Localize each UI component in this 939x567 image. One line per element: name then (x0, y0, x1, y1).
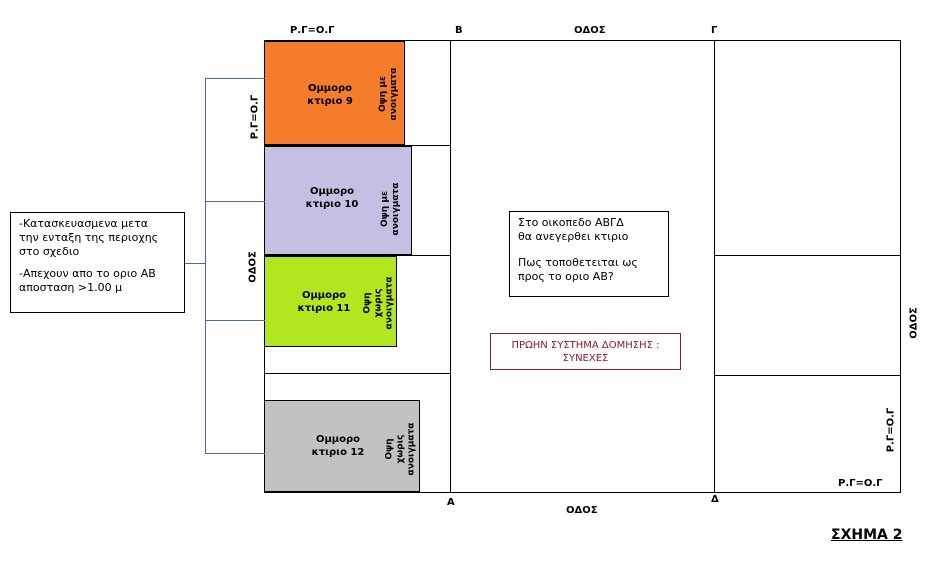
street-bottom-label: ΟΔΟΣ (566, 505, 598, 516)
street-top-label: ΟΔΟΣ (574, 25, 606, 36)
note-left: -Κατασκευασμενα μετα την ενταξη της περι… (10, 212, 185, 313)
building-9-name: Ομμορο κτιριο 9 (307, 83, 353, 107)
bracket-tick-11 (205, 320, 265, 321)
note-center-line-2: Πως τοποθετειται ως προς το οριο ΑΒ? (518, 256, 638, 283)
left-plot-line-1 (264, 145, 451, 146)
bracket-tick-9 (205, 78, 265, 79)
bracket-vertical (205, 78, 206, 454)
system-box-text: ΠΡΩΗΝ ΣΥΣΤΗΜΑ ΔΟΜΗΣΗΣ : ΣΥΝΕΧΕΣ (511, 339, 660, 364)
building-9: Ομμορο κτιριο 9 Οψη με ανοιγματα (264, 41, 405, 145)
boundary-ab (450, 40, 451, 493)
bracket-tick-12 (205, 453, 265, 454)
outer-right-line (900, 40, 901, 493)
left-plot-line-2 (264, 255, 451, 256)
building-10-face: Οψη με ανοιγματα (380, 182, 401, 236)
note-center: Στο οικοπεδο ΑΒΓΔ θα ανεγερθει κτιριο Πω… (509, 211, 669, 297)
building-12-name: Ομμορο κτιριο 12 (311, 434, 365, 458)
rg-og-bottom-label: Ρ.Γ=Ο.Γ (838, 478, 883, 489)
street-right-label: ΟΔΟΣ (908, 307, 920, 339)
building-11-name: Ομμορο κτιριο 11 (297, 290, 351, 314)
building-12: Ομμορο κτιριο 12 Οψη χωρις ανοιγματα (264, 400, 420, 492)
right-plot-line-1 (714, 255, 901, 256)
note-center-line-1: Στο οικοπεδο ΑΒΓΔ θα ανεγερθει κτιριο (518, 216, 629, 243)
note-left-line-1: -Κατασκευασμενα μετα την ενταξη της περι… (19, 217, 159, 258)
outer-top-line (264, 40, 901, 41)
corner-d-label: Δ (711, 494, 719, 505)
building-9-face: Οψη με ανοιγματα (378, 67, 399, 121)
corner-b-label: Β (455, 25, 463, 36)
corner-g-label: Γ (711, 25, 718, 36)
right-plot-line-2 (714, 375, 901, 376)
building-10-name: Ομμορο κτιριο 10 (305, 186, 359, 210)
street-left-label: ΟΔΟΣ (247, 251, 259, 283)
bracket-connector (184, 263, 206, 264)
bracket-tick-10 (205, 201, 265, 202)
rg-og-right-label: Ρ.Γ=Ο.Γ (885, 407, 897, 453)
note-left-line-2: -Απεχουν απο το οριο ΑΒ αποσταση >1.00 μ (19, 267, 156, 294)
rg-og-top-label: Ρ.Γ=Ο.Γ (290, 25, 335, 36)
building-12-face: Οψη χωρις ανοιγματα (384, 422, 417, 476)
system-box: ΠΡΩΗΝ ΣΥΣΤΗΜΑ ΔΟΜΗΣΗΣ : ΣΥΝΕΧΕΣ (490, 333, 681, 370)
figure-label: ΣΧΗΜΑ 2 (831, 527, 903, 543)
building-11: Ομμορο κτιριο 11 Οψη χωρις ανοιγματα (264, 256, 397, 347)
outer-bottom-line (264, 492, 901, 493)
boundary-gd (714, 40, 715, 493)
building-11-face: Οψη χωρις ανοιγματα (362, 276, 395, 330)
left-plot-line-3 (264, 373, 451, 374)
rg-og-left-label: Ρ.Γ=Ο.Γ (249, 94, 261, 140)
building-10: Ομμορο κτιριο 10 Οψη με ανοιγματα (264, 146, 412, 255)
corner-a-label: Α (447, 497, 455, 508)
